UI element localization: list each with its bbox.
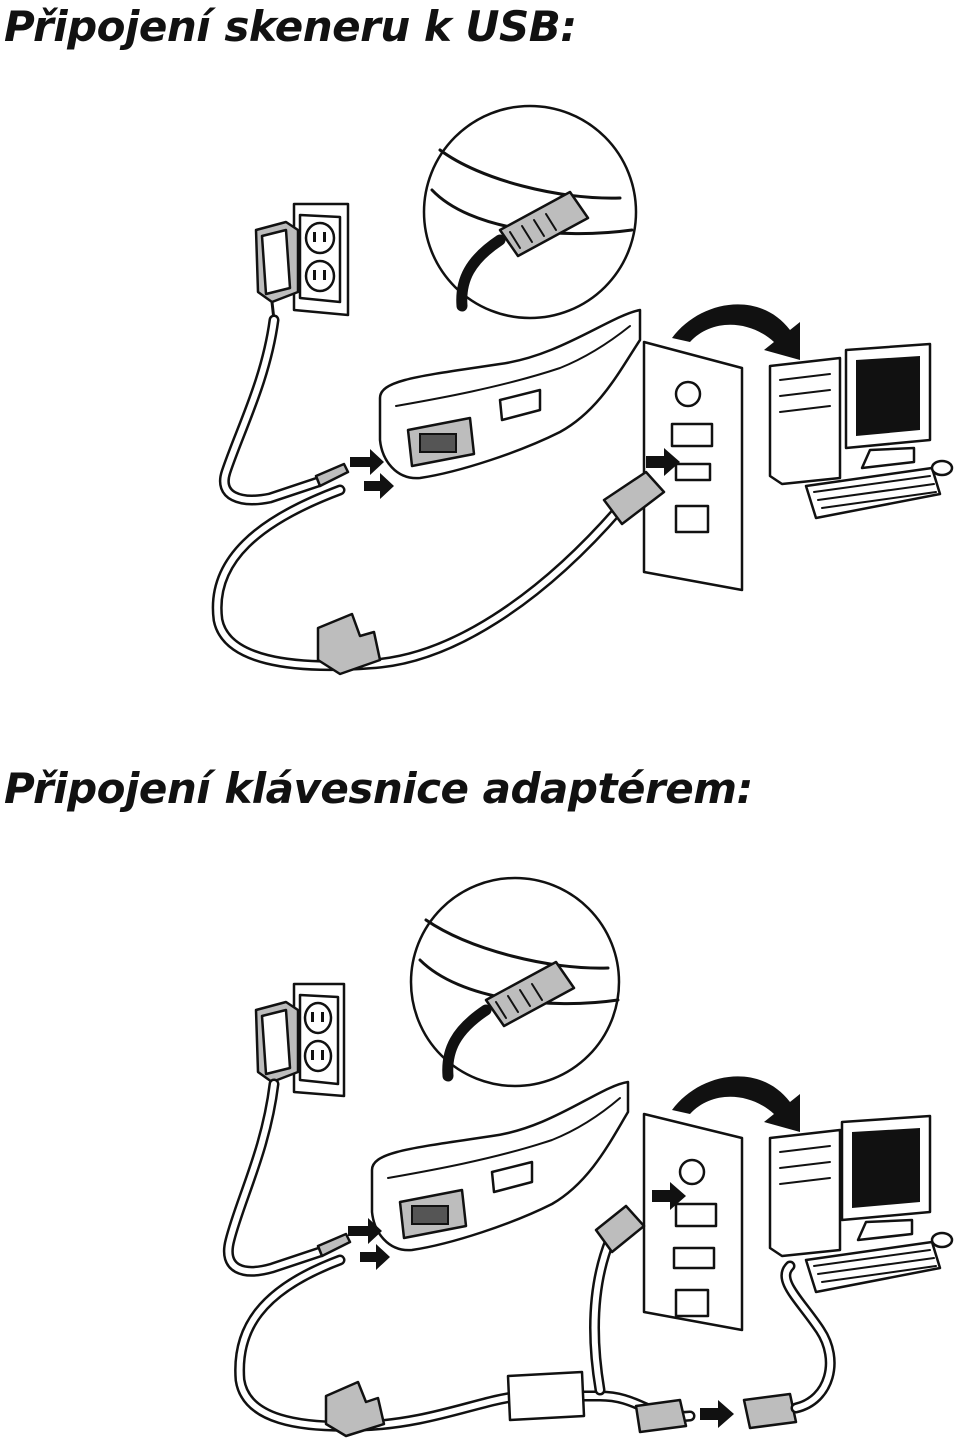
computer-rear-panel xyxy=(642,340,744,592)
insert-arrow-cable xyxy=(364,473,394,499)
keyboard-wedge-cable xyxy=(234,1182,836,1438)
computer-rear-panel xyxy=(642,1112,744,1332)
keyboard-wedge-connection-illustration xyxy=(222,876,954,1438)
connector-detail-inset xyxy=(409,876,621,1088)
insert-arrow-cable xyxy=(360,1244,390,1270)
wall-outlet xyxy=(292,202,350,317)
curved-direction-arrow xyxy=(672,1076,800,1132)
connector-detail-inset xyxy=(422,104,638,320)
wall-outlet xyxy=(292,982,346,1098)
usb-cable xyxy=(211,448,680,676)
curved-direction-arrow xyxy=(672,304,800,360)
insert-arrow-power xyxy=(350,449,384,475)
scanner-base xyxy=(378,308,642,480)
section-title-keyboard-wedge: Připojení klávesnice adaptérem: xyxy=(4,764,753,813)
power-cable xyxy=(222,1078,352,1277)
power-adapter xyxy=(254,220,300,322)
insert-arrow-power xyxy=(348,1218,382,1244)
section-title-usb: Připojení skeneru k USB: xyxy=(4,2,577,51)
usb-connection-illustration xyxy=(211,104,954,676)
scanner-base xyxy=(370,1080,630,1252)
power-cable xyxy=(218,314,350,506)
desktop-computer xyxy=(768,342,954,520)
desktop-computer xyxy=(768,1114,954,1294)
power-adapter xyxy=(254,1000,300,1084)
